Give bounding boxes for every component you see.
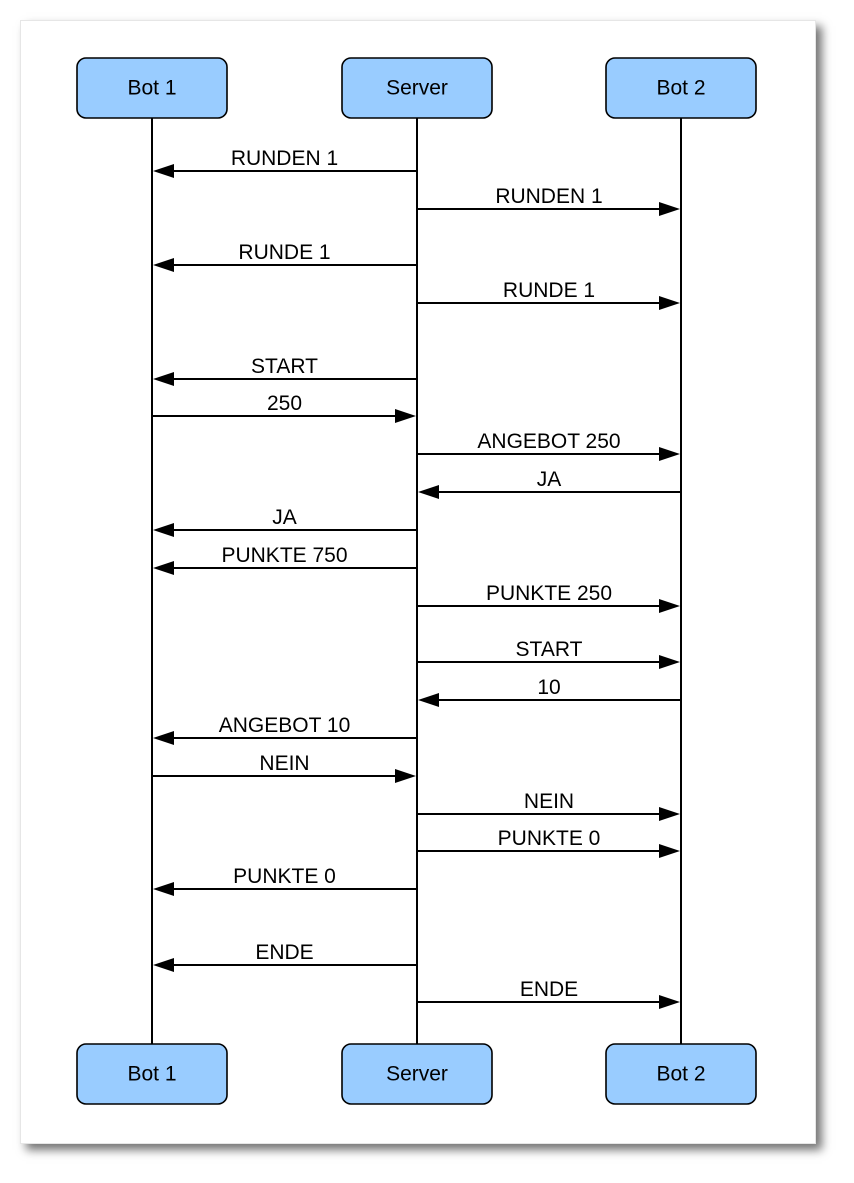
participant-bot2-top: Bot 2 (605, 57, 757, 119)
message-label: PUNKTE 0 (233, 865, 336, 888)
participant-box (605, 57, 757, 119)
arrowhead-icon (153, 164, 174, 178)
message-label: ANGEBOT 250 (477, 430, 620, 453)
arrowhead-icon (418, 485, 439, 499)
message-16: PUNKTE 0 (417, 827, 680, 858)
participant-label: Bot 2 (656, 1063, 705, 1086)
message-label: 10 (537, 676, 560, 699)
message-2: RUNDE 1 (153, 241, 417, 272)
message-3: RUNDE 1 (417, 279, 680, 310)
participant-server-top: Server (341, 57, 493, 119)
message-7: JA (418, 468, 681, 499)
message-19: ENDE (417, 978, 680, 1009)
message-label: 250 (267, 392, 302, 415)
message-15: NEIN (417, 790, 680, 821)
message-17: PUNKTE 0 (153, 865, 417, 896)
message-1: RUNDEN 1 (417, 185, 680, 216)
arrowhead-icon (659, 655, 680, 669)
arrowhead-icon (659, 599, 680, 613)
message-4: START (153, 355, 417, 386)
message-label: RUNDE 1 (503, 279, 595, 302)
arrowhead-icon (418, 693, 439, 707)
participant-box (341, 1043, 493, 1105)
message-11: START (417, 638, 680, 669)
arrowhead-icon (395, 409, 416, 423)
participant-box (76, 57, 228, 119)
message-label: JA (272, 506, 297, 529)
participant-box (341, 57, 493, 119)
participant-bot1-bottom: Bot 1 (76, 1043, 228, 1105)
participant-server-bottom: Server (341, 1043, 493, 1105)
message-9: PUNKTE 750 (153, 544, 417, 575)
message-0: RUNDEN 1 (153, 147, 417, 178)
participant-label: Bot 2 (656, 77, 705, 100)
message-14: NEIN (152, 752, 416, 783)
arrowhead-icon (153, 523, 174, 537)
message-label: PUNKTE 0 (498, 827, 601, 850)
arrowhead-icon (395, 769, 416, 783)
message-label: RUNDEN 1 (231, 147, 338, 170)
participant-box (605, 1043, 757, 1105)
participant-label: Bot 1 (127, 1063, 176, 1086)
message-label: NEIN (259, 752, 309, 775)
message-label: START (251, 355, 318, 378)
message-5: 250 (152, 392, 416, 423)
arrowhead-icon (659, 807, 680, 821)
message-label: JA (537, 468, 562, 491)
message-label: START (516, 638, 583, 661)
arrowhead-icon (659, 296, 680, 310)
message-18: ENDE (153, 941, 417, 972)
arrowhead-icon (153, 731, 174, 745)
message-label: RUNDE 1 (238, 241, 330, 264)
arrowhead-icon (153, 882, 174, 896)
message-13: ANGEBOT 10 (153, 714, 417, 745)
message-6: ANGEBOT 250 (417, 430, 680, 461)
message-label: ANGEBOT 10 (219, 714, 351, 737)
participant-bot1-top: Bot 1 (76, 57, 228, 119)
message-8: JA (153, 506, 417, 537)
message-10: PUNKTE 250 (417, 582, 680, 613)
message-label: ENDE (520, 978, 578, 1001)
participant-label: Server (386, 1063, 448, 1086)
arrowhead-icon (153, 958, 174, 972)
message-label: NEIN (524, 790, 574, 813)
message-label: PUNKTE 250 (486, 582, 612, 605)
arrowhead-icon (659, 447, 680, 461)
arrowhead-icon (153, 258, 174, 272)
message-label: RUNDEN 1 (495, 185, 602, 208)
participant-box (76, 1043, 228, 1105)
message-label: PUNKTE 750 (221, 544, 347, 567)
participant-bot2-bottom: Bot 2 (605, 1043, 757, 1105)
participant-label: Server (386, 77, 448, 100)
message-12: 10 (418, 676, 681, 707)
arrowhead-icon (153, 561, 174, 575)
participant-label: Bot 1 (127, 77, 176, 100)
arrowhead-icon (153, 372, 174, 386)
arrowhead-icon (659, 995, 680, 1009)
arrowhead-icon (659, 844, 680, 858)
arrowhead-icon (659, 202, 680, 216)
message-label: ENDE (255, 941, 313, 964)
